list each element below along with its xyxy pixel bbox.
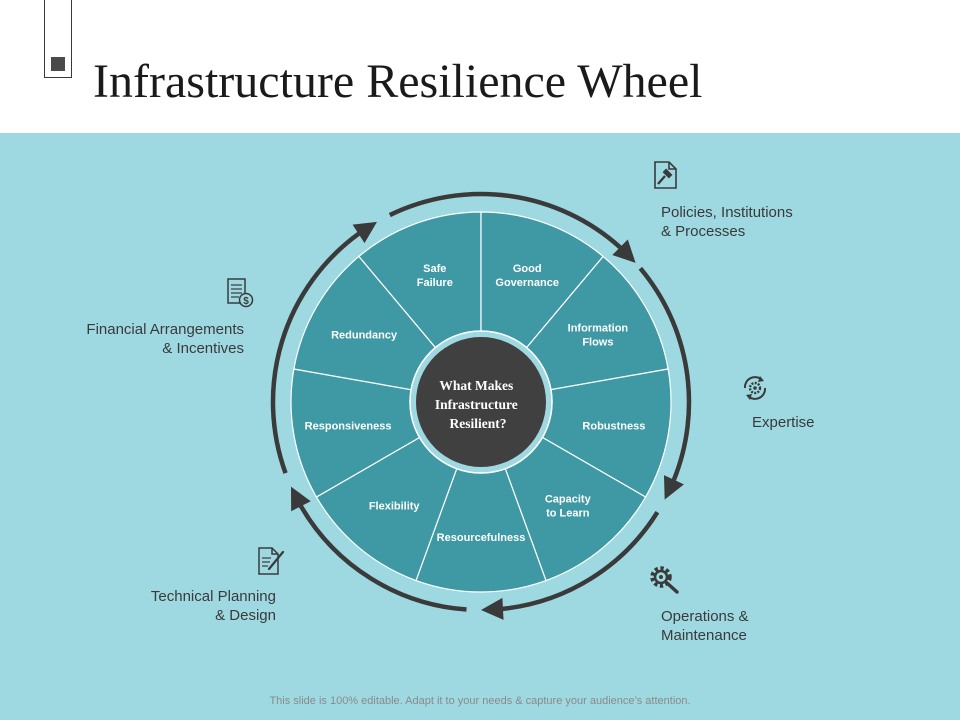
- slide-footer-note: This slide is 100% editable. Adapt it to…: [269, 695, 691, 707]
- cycle-arrow-arc: [270, 231, 361, 474]
- gear-refresh-icon: [743, 376, 767, 400]
- segment-label: Redundancy: [331, 330, 398, 342]
- cycle-arrowhead: [290, 486, 311, 512]
- label-financial: Financial Arrangements & Incentives: [86, 321, 244, 357]
- center-circle: [416, 337, 546, 467]
- center-question: What Makes Infrastructure Resilient?: [435, 378, 521, 431]
- label-policies: Policies, Institutions & Processes: [661, 204, 793, 240]
- gear-wrench-icon: [650, 566, 679, 594]
- cycle-arrow-arc: [502, 511, 660, 612]
- document-pen-icon: [258, 547, 285, 575]
- document-dollar-icon: $: [227, 278, 254, 308]
- cycle-arrow-arc: [388, 191, 622, 250]
- segment-label: Robustness: [582, 420, 645, 432]
- cycle-arrow-arc: [298, 504, 467, 612]
- cycle-arrowhead: [352, 221, 377, 244]
- slide-header: Infrastructure Resilience Wheel: [0, 0, 960, 133]
- cycle-arrow-arc: [638, 266, 692, 481]
- cycle-arrowhead: [481, 597, 504, 620]
- cycle-arrowhead: [663, 475, 684, 500]
- label-expertise: Expertise: [752, 414, 815, 431]
- cycle-arrow-ring: [270, 191, 692, 620]
- segment-label: Responsiveness: [305, 420, 392, 432]
- segment-label: Resourcefulness: [437, 532, 526, 544]
- cycle-arrowhead: [612, 239, 636, 263]
- segment-label: Flexibility: [369, 500, 421, 512]
- svg-text:$: $: [243, 296, 249, 307]
- slide-title: Infrastructure Resilience Wheel: [93, 55, 703, 108]
- document-gavel-icon: [654, 161, 677, 189]
- header-bookmark-decoration: [44, 0, 72, 78]
- label-operations: Operations & Maintenance: [661, 608, 749, 644]
- label-technical-planning: Technical Planning & Design: [150, 588, 276, 624]
